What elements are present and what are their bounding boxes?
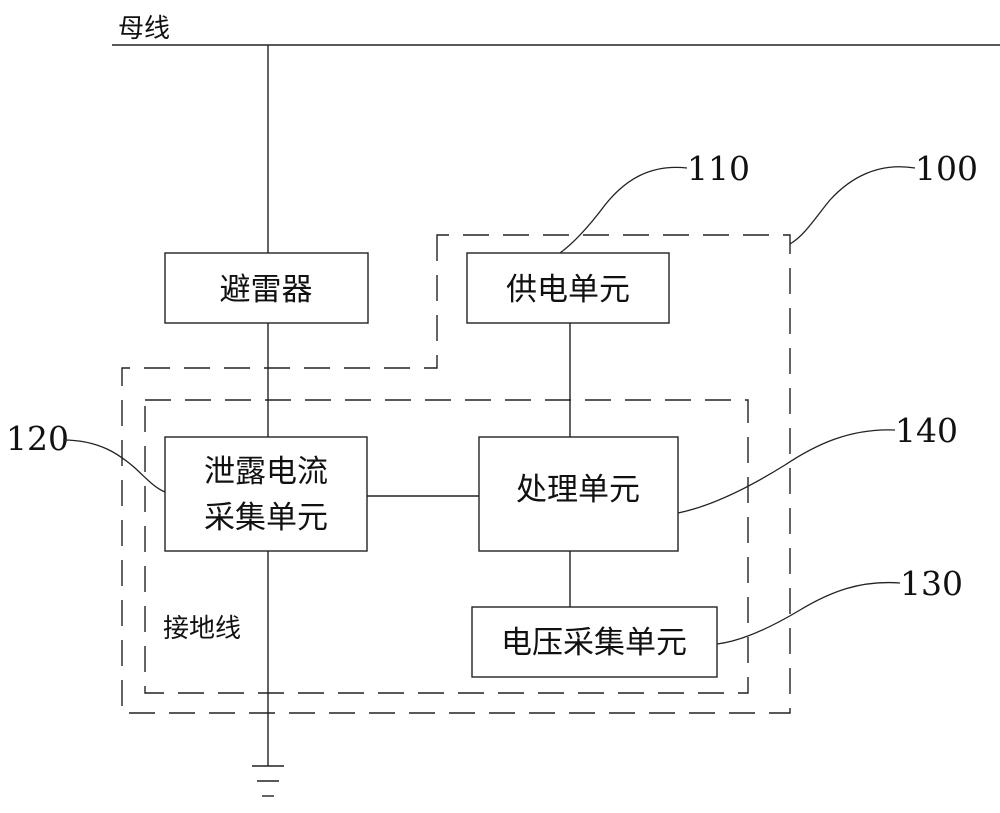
- ref-110: 110: [559, 149, 750, 254]
- ref-120: 120: [6, 419, 166, 493]
- arrester-block: [164, 252, 369, 324]
- ref-140: 140: [677, 411, 958, 514]
- ref-110-leader: [559, 166, 688, 254]
- device-boundary-100: [121, 234, 791, 714]
- arrester-label: 避雷器: [220, 272, 313, 308]
- ref-110-label: 110: [687, 149, 750, 188]
- power-supply-label: 供电单元: [506, 272, 630, 308]
- ref-130-leader: [716, 581, 901, 645]
- leakage-current-block: [164, 436, 368, 552]
- voltage-acquisition-label: 电压采集单元: [501, 625, 687, 661]
- bus-label: 母线: [118, 14, 170, 44]
- ref-140-leader: [677, 429, 896, 514]
- ref-100-leader: [789, 166, 916, 245]
- ground-symbol: [252, 765, 284, 797]
- leakage-current-label-line2: 采集单元: [204, 500, 328, 536]
- ref-100-label: 100: [915, 149, 978, 188]
- ref-120-leader: [62, 439, 166, 493]
- ref-130: 130: [716, 564, 963, 645]
- ref-100: 100: [789, 149, 978, 245]
- inner-boundary: [144, 399, 749, 694]
- leakage-current-label-line1: 泄露电流: [204, 454, 328, 490]
- ref-140-label: 140: [895, 411, 958, 450]
- ground-wire-label: 接地线: [163, 614, 241, 644]
- processing-label: 处理单元: [516, 472, 640, 508]
- processing-block: [478, 436, 679, 552]
- ref-120-label: 120: [6, 419, 69, 458]
- voltage-acquisition-block: [471, 606, 718, 678]
- ref-130-label: 130: [900, 564, 963, 603]
- power-supply-block: [466, 252, 670, 324]
